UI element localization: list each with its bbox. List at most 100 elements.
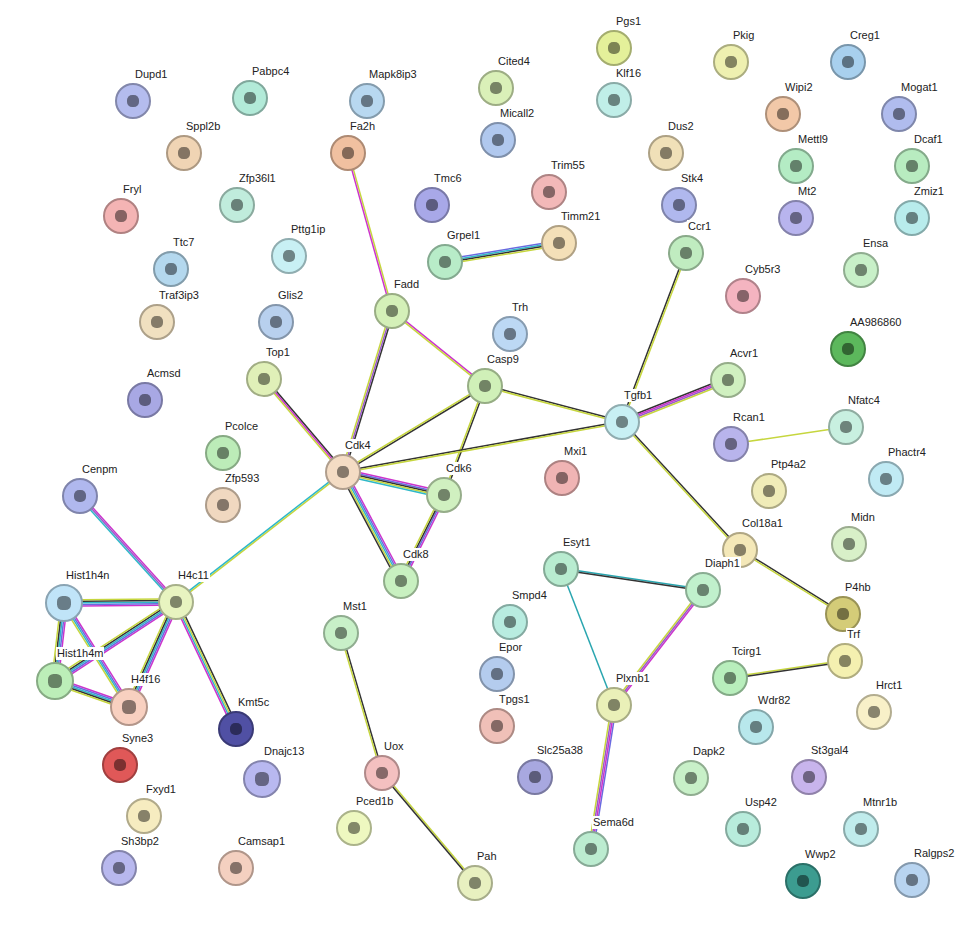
node-label: St3gal4 — [810, 744, 849, 757]
node-circle — [573, 831, 609, 867]
structure-icon — [127, 95, 140, 108]
protein-node: Dus2 — [648, 122, 695, 171]
protein-node: Mxi1 — [544, 447, 589, 496]
node-circle — [596, 687, 632, 723]
evidence-line — [349, 328, 388, 456]
protein-node: Mettl9 — [778, 135, 829, 184]
protein-node: Creg1 — [830, 31, 881, 80]
structure-icon — [725, 438, 738, 451]
node-circle — [517, 759, 553, 795]
protein-node: Slc25a38 — [517, 746, 584, 795]
structure-icon — [906, 160, 919, 173]
structure-icon — [492, 134, 505, 147]
node-circle — [544, 460, 580, 496]
node-circle — [158, 584, 194, 620]
protein-node: Klf16 — [596, 69, 643, 118]
protein-node: Pcolce — [205, 422, 260, 471]
structure-icon — [165, 263, 178, 276]
interaction-edge — [352, 169, 388, 295]
node-circle — [831, 526, 867, 562]
evidence-line — [578, 571, 686, 587]
node-label: Tmc6 — [433, 172, 463, 185]
node-label: Tpgs1 — [498, 693, 531, 706]
node-label: Acmsd — [146, 367, 182, 380]
node-circle — [668, 235, 704, 271]
node-label: Pced1b — [355, 795, 394, 808]
interaction-edge — [345, 649, 378, 757]
protein-node: Ttc7 — [153, 238, 196, 287]
protein-node: Phactr4 — [868, 448, 927, 497]
evidence-line — [190, 483, 330, 592]
node-label: Plxnb1 — [615, 672, 651, 685]
node-label: Zfp36l1 — [238, 172, 277, 185]
evidence-line — [629, 269, 681, 406]
node-label: Micall2 — [499, 107, 535, 120]
interaction-edge — [346, 327, 388, 456]
node-label: Kmt5c — [237, 696, 270, 709]
structure-icon — [725, 56, 738, 69]
protein-node: Syne3 — [102, 734, 155, 783]
node-label: Hist1h4m — [56, 647, 104, 660]
node-circle — [827, 643, 863, 679]
interaction-edge — [461, 243, 542, 261]
node-label: Ralgps2 — [913, 847, 955, 860]
structure-icon — [840, 421, 853, 434]
structure-icon — [178, 147, 191, 160]
node-circle — [349, 83, 385, 119]
structure-icon — [48, 674, 62, 688]
node-label: Sppl2b — [185, 120, 221, 133]
protein-node: Midn — [831, 513, 876, 562]
node-label: AA986860 — [849, 316, 902, 329]
node-circle — [492, 316, 528, 352]
node-label: Wipi2 — [784, 81, 814, 94]
node-circle — [881, 96, 917, 132]
structure-icon — [438, 489, 451, 502]
protein-node: Zmiz1 — [894, 187, 945, 236]
node-circle — [712, 660, 748, 696]
node-label: Top1 — [265, 346, 291, 359]
structure-icon — [255, 772, 269, 786]
protein-node: H4f16 — [110, 675, 162, 726]
structure-icon — [724, 672, 737, 685]
protein-node: Cdk6 — [426, 464, 473, 513]
evidence-line — [72, 687, 112, 701]
evidence-line — [184, 617, 229, 713]
node-circle — [479, 708, 515, 744]
node-circle — [364, 755, 400, 791]
evidence-line — [754, 560, 828, 606]
node-circle — [205, 435, 241, 471]
node-label: Pcolce — [224, 420, 259, 433]
node-label: Syne3 — [121, 732, 154, 745]
evidence-line — [359, 479, 427, 494]
evidence-line — [405, 322, 472, 376]
node-label: Glis2 — [277, 289, 304, 302]
protein-node: Sppl2b — [166, 122, 222, 171]
node-circle — [115, 83, 151, 119]
structure-icon — [491, 668, 504, 681]
structure-icon — [685, 772, 698, 785]
structure-icon — [231, 199, 244, 212]
structure-icon — [217, 447, 230, 460]
evidence-line — [567, 585, 608, 689]
protein-node: Cdk8 — [383, 550, 430, 599]
node-circle — [843, 811, 879, 847]
node-circle — [828, 409, 864, 445]
structure-icon — [348, 822, 361, 835]
evidence-line — [352, 486, 394, 565]
node-circle — [685, 572, 721, 608]
structure-icon — [880, 473, 893, 486]
node-label: Mtnr1b — [862, 796, 898, 809]
protein-node: Cdk4 — [325, 441, 372, 490]
protein-node: Pkig — [713, 31, 756, 80]
node-label: Pgs1 — [615, 15, 642, 28]
node-label: Phactr4 — [887, 446, 927, 459]
node-label: Uox — [383, 740, 405, 753]
structure-icon — [839, 655, 852, 668]
node-circle — [330, 135, 366, 171]
node-label: Tgfb1 — [623, 389, 653, 402]
node-label: Mxi1 — [563, 445, 588, 458]
interaction-edge — [405, 321, 473, 376]
node-circle — [102, 747, 138, 783]
structure-icon — [504, 328, 517, 341]
node-circle — [725, 278, 761, 314]
